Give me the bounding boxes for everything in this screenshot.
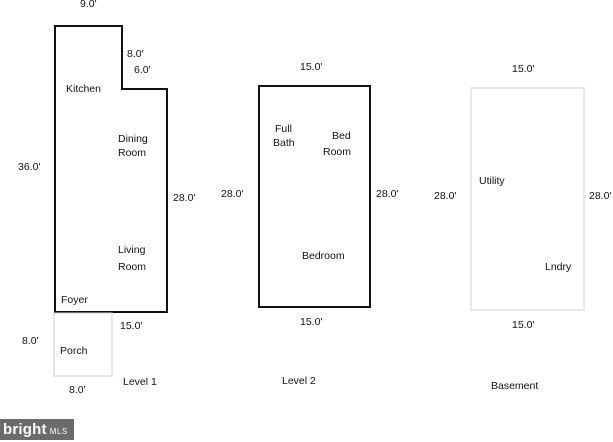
level2-title: Level 2 [282, 375, 316, 387]
room-dining-line2: Room [118, 147, 146, 159]
level1-top-width: 9.0' [80, 0, 97, 10]
room-bedroom: Bedroom [302, 250, 345, 262]
level2-bottom-width: 15.0' [300, 316, 322, 328]
porch-outline [53, 312, 113, 377]
level2-outline [258, 85, 371, 308]
level1-outline [54, 25, 168, 313]
room-dining-line1: Dining [118, 133, 148, 145]
room-utility: Utility [479, 175, 505, 187]
basement-left-height: 28.0' [434, 190, 456, 202]
room-foyer: Foyer [61, 294, 88, 306]
basement-top-width: 15.0' [512, 63, 534, 75]
basement-outline [470, 87, 585, 311]
watermark-brand: bright [3, 421, 47, 438]
level1-notch-depth: 6.0' [134, 64, 151, 76]
watermark-suffix: MLS [49, 427, 68, 436]
level2-top-width: 15.0' [300, 61, 322, 73]
room-full-bath-line2: Bath [273, 137, 295, 149]
room-full-bath-line1: Full [275, 123, 292, 135]
basement-bottom-width: 15.0' [512, 319, 534, 331]
level2-right-height: 28.0' [376, 188, 398, 200]
level2-left-height: 28.0' [221, 188, 243, 200]
room-bed-room-line2: Room [323, 146, 351, 158]
level1-bottom-width: 15.0' [120, 320, 142, 332]
level1-right-height: 28.0' [173, 192, 195, 204]
level1-notch-width: 8.0' [127, 48, 144, 60]
room-kitchen: Kitchen [66, 83, 101, 95]
room-bed-room-line1: Bed [332, 130, 351, 142]
room-living-line1: Living [118, 244, 146, 256]
room-living-line2: Room [118, 261, 146, 273]
level1-left-height: 36.0' [18, 161, 40, 173]
basement-title: Basement [491, 380, 538, 392]
level1-title: Level 1 [123, 376, 157, 388]
porch-height: 8.0' [22, 335, 39, 347]
room-porch: Porch [60, 345, 88, 357]
porch-width: 8.0' [69, 384, 86, 396]
room-laundry: Lndry [545, 261, 572, 273]
basement-right-height: 28.0' [589, 190, 611, 202]
